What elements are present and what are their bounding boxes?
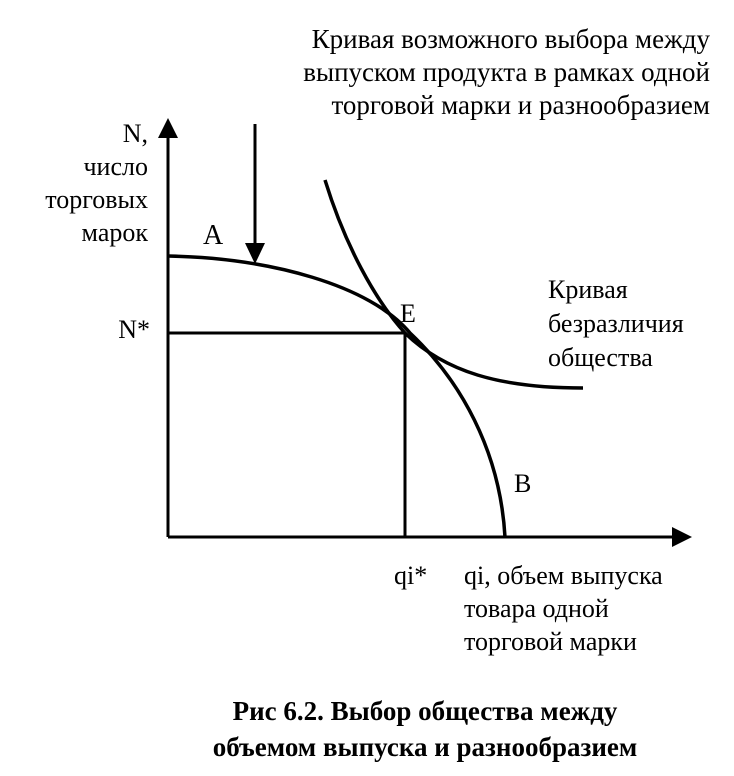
qi-star-label: qi* (394, 561, 427, 590)
point-a-label: A (203, 220, 224, 251)
indifference-label-line-1: Кривая (548, 275, 628, 304)
indifference-label-line-2: безразличия (548, 309, 684, 338)
annotation-arrowhead (245, 243, 265, 264)
annotation-line-1: Кривая возможного выбора между (312, 24, 711, 54)
indifference-label-line-3: общества (548, 343, 653, 372)
x-axis-label-line-1: qi, объем выпуска (464, 561, 663, 590)
indifference-curve (323, 179, 584, 390)
y-axis-label-line-3: торговых (45, 185, 148, 214)
point-b-label: B (514, 469, 531, 498)
caption-line-2: объемом выпуска и разнообразием (213, 732, 638, 762)
n-star-label: N* (118, 315, 150, 344)
x-axis-label-line-3: торговой марки (464, 627, 637, 656)
y-axis-label-line-4: марок (82, 218, 149, 247)
possibility-curve (167, 254, 507, 538)
y-axis-arrowhead (158, 118, 178, 138)
annotation-line-2: выпуском продукта в рамках одной (303, 57, 710, 87)
caption-line-1: Рис 6.2. Выбор общества между (233, 696, 618, 726)
y-axis-label-line-2: число (83, 152, 148, 181)
point-e-label: E (400, 299, 416, 328)
x-axis-arrowhead (672, 527, 692, 547)
x-axis-label-line-2: товара одной (464, 594, 609, 623)
y-axis-label-line-1: N, (123, 119, 148, 148)
annotation-line-3: торговой марки и разнообразием (331, 90, 710, 120)
